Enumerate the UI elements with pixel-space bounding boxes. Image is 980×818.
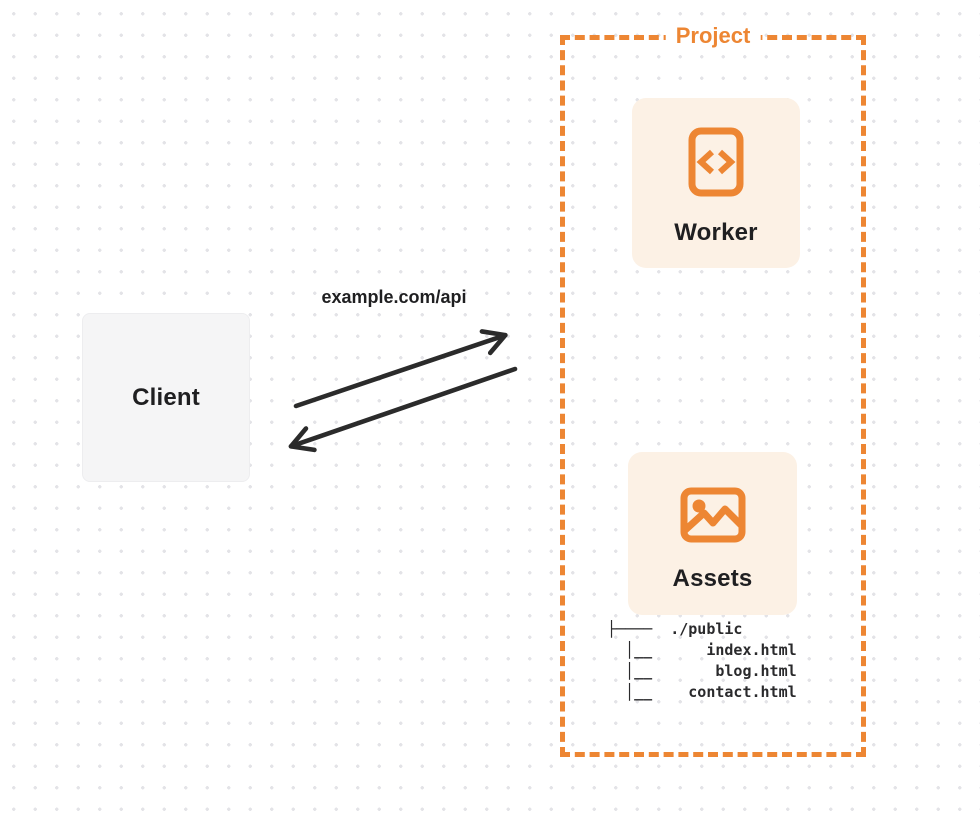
- file-tree-item: │__ index.html: [607, 641, 797, 659]
- request-url-label: example.com/api: [321, 287, 467, 307]
- project-boundary: Project: [560, 22, 866, 757]
- assets-node: Assets: [628, 452, 797, 615]
- worker-label: Worker: [674, 219, 758, 246]
- response-arrow: [288, 366, 518, 453]
- assets-label: Assets: [672, 565, 753, 592]
- code-document-icon: [688, 127, 744, 197]
- file-tree-item: │__ blog.html: [607, 662, 797, 680]
- client-node: Client: [82, 313, 250, 482]
- worker-node: Worker: [632, 98, 800, 268]
- image-icon: [680, 487, 745, 543]
- client-label: Client: [132, 383, 200, 411]
- file-tree: ├──── ./public │__ index.html │__ blog.h…: [607, 619, 797, 703]
- file-tree-item: │__ contact.html: [607, 683, 797, 701]
- project-label: Project: [665, 22, 761, 50]
- request-arrow: [293, 329, 508, 409]
- file-tree-root: ├──── ./public: [607, 620, 743, 638]
